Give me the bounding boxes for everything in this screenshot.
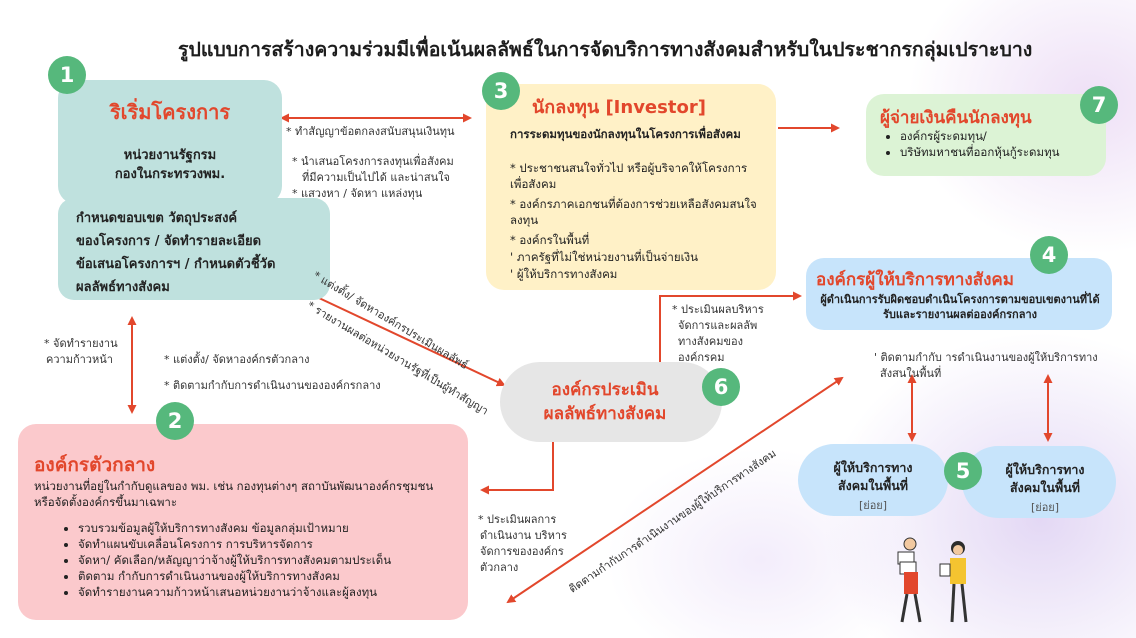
box5-left-sub: [ย่อย]: [858, 499, 888, 512]
box1-lower-line2: ของโครงการ / จัดทำรายละเอียด: [76, 234, 262, 249]
label-eval-4: องค์กรคม: [678, 351, 725, 364]
label-eval-intermediary-1: * ประเมินผลการ: [478, 513, 557, 526]
number-3-badge: 3: [482, 72, 520, 110]
box2-intro: หน่วยงานที่อยู่ในกำกับดูแลของ พม. เช่น ก…: [34, 479, 434, 509]
box5-right-sub: [ย่อย]: [1030, 501, 1060, 514]
box6-heading-line2: ผลลัพธ์ทางสังคม: [543, 404, 667, 424]
box5-right-line1: ผู้ให้บริการทาง: [1005, 462, 1085, 477]
box2-item: รวบรวมข้อมูลผู้ให้บริการทางสังคม ข้อมูลก…: [78, 520, 478, 536]
box1-lower-line3: ข้อเสนอโครงการฯ / กำหนดตัวชี้วัด: [76, 257, 276, 272]
person-with-boxes-icon: [897, 537, 922, 623]
number-5-badge: 5: [944, 452, 982, 490]
box3-heading: นักลงทุน [Investor]: [532, 97, 706, 118]
box2-item: ติดตาม กำกับการดำเนินงานของผู้ให้บริการท…: [78, 568, 478, 584]
box7-investor-repayer: [866, 94, 1106, 176]
label-contract-3: ที่มีความเป็นไปได้ และน่าสนใจ: [302, 171, 450, 184]
box1-body-line1: หน่วยงานรัฐกรม: [123, 148, 217, 163]
label-contract-4: * แสวงหา / จัดหา แหล่งทุน: [292, 187, 423, 200]
box7-heading: ผู้จ่ายเงินคืนนักลงทุน: [880, 108, 1032, 128]
box1-lower-line4: ผลลัพธ์ทางสังคม: [76, 280, 170, 295]
box5-local-provider-left: [798, 444, 948, 516]
label-monitor-local-2: สังสนในพื้นที่: [880, 367, 942, 380]
box7-item: องค์กรผู้ระดมทุน/: [900, 128, 1118, 144]
box6-social-outcome-evaluator: [500, 362, 722, 442]
label-eval-1: * ประเมินผลบริหาร: [672, 303, 764, 316]
page-title: รูปแบบการสร้างความร่วมมีเพื่อเน้นผลลัพธ์…: [178, 38, 1033, 61]
box3-investor: [486, 84, 776, 290]
label-progress-1: * จัดทำรายงาน: [44, 337, 118, 350]
box1-body-line2: กองในกระทรวงพม.: [114, 167, 226, 182]
label-eval-intermediary-2: ดำเนินงาน บริหาร: [480, 529, 567, 542]
number-2-badge: 2: [156, 402, 194, 440]
arrow-box6-box2: [480, 440, 554, 495]
box7-item: บริษัทมหาชนที่ออกหุ้นกู้ระดมทุน: [900, 144, 1118, 160]
box3-item-3: ' ภาครัฐที่ไม่ใช่หน่วยงานที่เป็นจ่ายเงิน: [510, 250, 699, 264]
box4-body: ผู้ดำเนินการรับผิดชอบดำเนินโครงการตามขอบ…: [820, 293, 1100, 321]
box4-social-service-org: [806, 258, 1112, 330]
label-appoint-intermediary: * แต่งตั้ง/ จัดหาองค์กรตัวกลาง: [164, 353, 310, 366]
box3-item-1: * องค์กรภาคเอกชนที่ต้องการช่วยเหลือสังคม…: [510, 197, 757, 227]
number-4-badge: 4: [1030, 236, 1068, 274]
label-eval-intermediary-4: ตัวกลาง: [480, 561, 519, 574]
arrow-box6-box4: [659, 291, 802, 368]
box6-heading-line1: องค์กรประเมิน: [551, 380, 659, 400]
box3-item-4: ' ผู้ให้บริการทางสังคม: [510, 267, 618, 281]
person-with-clipboard-icon: [939, 541, 968, 623]
box5-right-line2: สังคมในพื้นที่: [1009, 480, 1080, 495]
box5-local-provider-right: [962, 446, 1116, 518]
box2-list: รวบรวมข้อมูลผู้ให้บริการทางสังคม ข้อมูลก…: [62, 520, 478, 600]
label-eval-2: จัดการและผลลัพ: [678, 319, 758, 332]
box1-lower-panel: [58, 198, 330, 300]
box2-item: จัดทำรายงานความก้าวหน้าเสนอหน่วยงานว่าจ้…: [78, 584, 478, 600]
number-6-badge: 6: [702, 368, 740, 406]
box1-lower-line1: กำหนดขอบเขต วัตถุประสงค์: [76, 211, 238, 226]
box5-left-line1: ผู้ให้บริการทาง: [833, 460, 913, 475]
box2-item: จัดทำแผนขับเคลื่อนโครงการ การบริหารจัดกา…: [78, 536, 478, 552]
label-contract-1: * ทำสัญญาข้อตกลงสนับสนุนเงินทุน: [286, 125, 455, 138]
box4-heading: องค์กรผู้ให้บริการทางสังคม: [816, 270, 1014, 290]
label-contract-2: * นำเสนอโครงการลงทุนเพื่อสังคม: [292, 155, 454, 168]
box5-left-line2: สังคมในพื้นที่: [837, 478, 908, 493]
box3-item-2: * องค์กรในพื้นที่: [510, 233, 590, 247]
label-eval-intermediary-3: จัดการขององค์กร: [480, 545, 564, 558]
label-monitor-intermediary: * ติดตามกำกับการดำเนินงานขององค์กรกลาง: [164, 379, 381, 392]
arrow-box2-box4: [506, 376, 844, 604]
label-monitor-local-1: ' ติดตามกำกับ ารดำเนินงานของผู้ให้บริการ…: [874, 351, 1098, 364]
number-1-badge: 1: [48, 56, 86, 94]
box3-item-0: * ประชาชนสนใจทั่วไป หรือผู้บริจาคให้โครง…: [510, 161, 748, 191]
box3-subheading: การระดมทุนของนักลงทุนในโครงการเพื่อสังคม: [510, 127, 741, 141]
box2-heading: องค์กรตัวกลาง: [34, 454, 156, 476]
arrow-box1-box6: [300, 288, 506, 387]
label-progress-2: ความก้าวหน้า: [46, 353, 113, 366]
box1-heading: ริเริ่มโครงการ: [109, 100, 231, 124]
box2-item: จัดหา/ คัดเลือก/หลัญญาว่าจ้างผู้ให้บริกา…: [78, 552, 478, 568]
box2-intermediary-org: [18, 424, 468, 620]
people-illustration: [897, 537, 968, 623]
label-eval-3: ทางสังคมของ: [678, 335, 743, 348]
box7-list: องค์กรผู้ระดมทุน/ บริษัทมหาชนที่ออกหุ้นก…: [884, 128, 1118, 160]
box1-initiate-project: [58, 80, 282, 204]
number-7-badge: 7: [1080, 86, 1118, 124]
